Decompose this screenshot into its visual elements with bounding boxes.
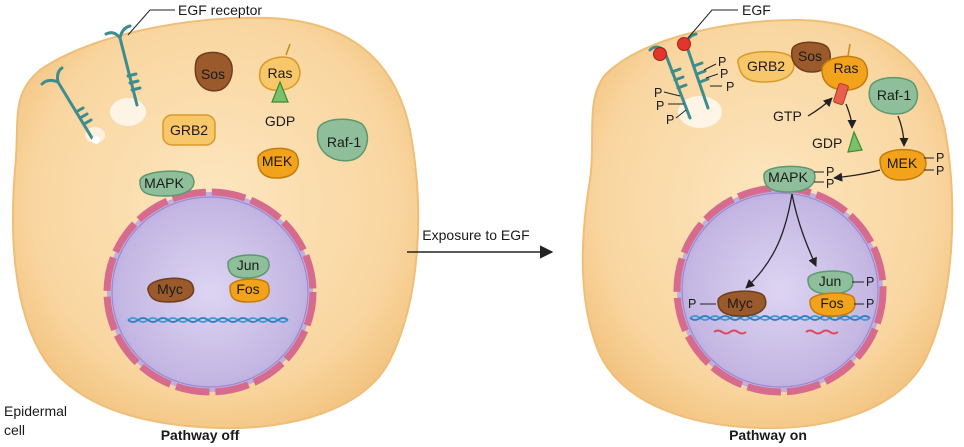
left-myc-protein: Myc <box>147 277 195 303</box>
svg-text:MEK: MEK <box>262 153 293 169</box>
raf1-to-mek-arrow <box>897 115 909 147</box>
left-grb2-protein: GRB2 <box>162 114 216 146</box>
right-nucleus <box>673 184 887 396</box>
left-cell: EGF receptor Sos Ras GDP GRB2 Raf-1 MEK <box>11 2 420 430</box>
gdp-release-arrow <box>845 103 857 129</box>
svg-text:MAPK: MAPK <box>768 169 808 185</box>
egf-ligand-icon <box>653 47 667 61</box>
right-cell: EGF P P P P P P GRB2 Sos Ras <box>581 2 954 430</box>
svg-text:Sos: Sos <box>798 48 822 64</box>
pathway-on-caption: Pathway on <box>729 427 807 443</box>
svg-text:Sos: Sos <box>201 66 225 82</box>
egf-ligand-icon <box>677 37 691 51</box>
gtp-label: GTP <box>773 108 802 124</box>
fos-mrna <box>805 329 839 335</box>
left-jun-protein: Jun <box>227 254 270 279</box>
left-fos-protein: Fos <box>229 278 270 303</box>
svg-text:P: P <box>826 165 834 179</box>
mek-to-mapk-arrow <box>833 169 881 182</box>
svg-text:P: P <box>720 67 728 81</box>
exposure-to-egf-label: Exposure to EGF <box>422 227 529 243</box>
right-jun-protein: Jun <box>807 270 864 295</box>
gtp-arrow <box>807 97 833 117</box>
myc-mrna <box>713 329 747 335</box>
right-ras-protein: Ras <box>821 43 869 106</box>
left-dna-strand-2 <box>127 317 289 323</box>
svg-text:Raf-1: Raf-1 <box>877 87 911 103</box>
left-mek-protein: MEK <box>257 147 299 179</box>
svg-text:P: P <box>654 86 662 100</box>
right-mek-protein: MEK <box>879 148 934 181</box>
svg-text:P: P <box>688 297 696 311</box>
svg-text:GRB2: GRB2 <box>747 58 785 74</box>
right-dna-strand-2 <box>689 315 871 321</box>
transition: Exposure to EGF <box>407 227 554 259</box>
svg-text:P: P <box>666 113 674 127</box>
svg-text:P: P <box>726 80 734 94</box>
svg-text:Myc: Myc <box>727 295 753 311</box>
right-myc-protein: Myc <box>700 290 767 317</box>
gtp-icon <box>833 82 849 106</box>
svg-text:Fos: Fos <box>236 281 259 297</box>
svg-text:P: P <box>656 99 664 113</box>
epidermal-cell-label-line1: Epidermal <box>4 403 67 419</box>
egf-leader <box>687 9 738 39</box>
left-mapk-protein: MAPK <box>139 170 195 197</box>
svg-text:Raf-1: Raf-1 <box>327 134 361 150</box>
svg-text:GRB2: GRB2 <box>170 122 208 138</box>
right-grb2-protein: GRB2 <box>737 50 795 83</box>
left-egf-receptor-1 <box>104 24 142 107</box>
right-raf1-protein: Raf-1 <box>868 76 919 115</box>
left-raf1-protein: Raf-1 <box>316 118 369 162</box>
svg-text:P: P <box>936 151 944 165</box>
svg-text:Jun: Jun <box>237 257 260 273</box>
right-gdp-icon <box>847 130 863 153</box>
epidermal-cell-label-line2: cell <box>4 422 25 438</box>
mapk-to-myc-arrow <box>745 193 793 289</box>
right-mapk-protein: MAPK <box>763 165 824 193</box>
left-gdp-label: GDP <box>265 113 295 129</box>
svg-text:MAPK: MAPK <box>144 175 184 191</box>
svg-text:P: P <box>866 275 874 289</box>
svg-text:P: P <box>718 55 726 69</box>
left-ras-protein: Ras GDP <box>258 43 301 129</box>
right-sos-protein: Sos <box>790 41 832 73</box>
egf-label: EGF <box>742 2 771 18</box>
mapk-to-jun-arrow <box>791 193 817 267</box>
pathway-off-caption: Pathway off <box>161 427 240 443</box>
egf-receptor-leader <box>127 9 175 36</box>
left-sos-protein: Sos <box>194 51 233 92</box>
egf-receptor-label: EGF receptor <box>178 2 262 18</box>
svg-text:P: P <box>936 164 944 178</box>
right-fos-protein: Fos <box>809 292 864 317</box>
svg-text:Jun: Jun <box>819 273 842 289</box>
svg-text:Ras: Ras <box>834 60 859 76</box>
svg-text:P: P <box>866 297 874 311</box>
svg-text:Fos: Fos <box>820 295 843 311</box>
left-gdp-icon <box>271 80 289 103</box>
receptor-phosphates <box>663 63 722 119</box>
svg-text:Myc: Myc <box>157 281 183 297</box>
left-nucleus <box>103 188 317 396</box>
svg-text:Ras: Ras <box>268 65 293 81</box>
left-egf-receptor-2 <box>40 66 94 140</box>
right-gdp-label: GDP <box>812 135 842 151</box>
svg-text:P: P <box>826 177 834 191</box>
svg-text:MEK: MEK <box>887 155 918 171</box>
